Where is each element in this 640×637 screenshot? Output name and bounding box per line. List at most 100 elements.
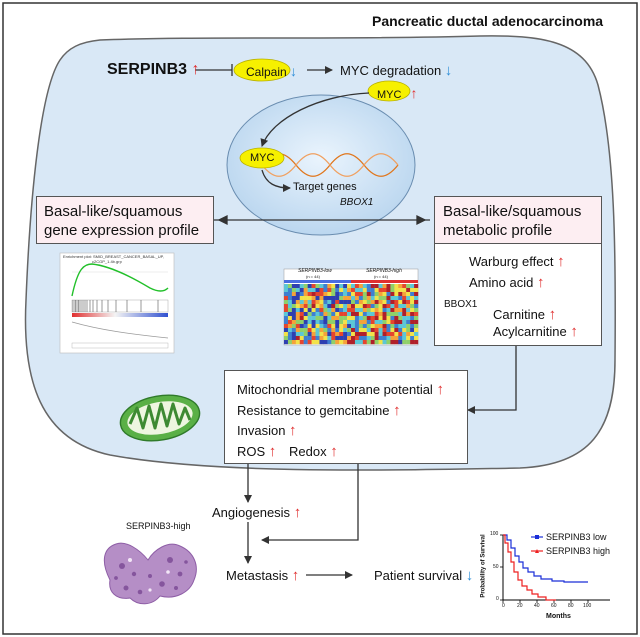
survival-ylabel: Probability of Survival	[480, 534, 487, 598]
heatmap-cell	[378, 300, 383, 305]
gemcitabine-item: Resistance to gemcitabine ↑	[237, 403, 401, 418]
heatmap-cell	[331, 332, 336, 337]
heatmap-cell	[382, 292, 387, 297]
heatmap-cell	[347, 328, 352, 333]
heatmap-cell	[307, 320, 312, 325]
heatmap-cell	[410, 320, 415, 325]
heatmap-cell	[406, 324, 411, 329]
heatmap-cell	[327, 332, 332, 337]
survival-ytick-100: 100	[490, 531, 499, 537]
heatmap-cell	[291, 328, 297, 333]
heatmap-cell	[386, 324, 391, 329]
heatmap-cell	[378, 284, 383, 289]
heatmap-cell	[339, 320, 344, 325]
heatmap-cell	[347, 336, 352, 341]
heatmap-cell	[311, 296, 316, 301]
heatmap-cell	[382, 324, 387, 329]
heatmap-cell	[311, 340, 316, 345]
myc-up-arrow: ↑	[410, 85, 418, 101]
heatmap-cell	[398, 320, 403, 325]
heatmap-cell	[295, 292, 300, 297]
heatmap-cell	[347, 316, 352, 321]
heatmap-cell	[351, 316, 356, 321]
heatmap-cell	[402, 324, 407, 329]
heatmap-cell	[370, 304, 375, 309]
heatmap-cell	[366, 316, 371, 321]
nucleus	[226, 94, 416, 236]
heatmap-cell	[382, 304, 387, 309]
heatmap-cell	[307, 288, 312, 293]
angiogenesis-up-arrow: ↑	[293, 504, 302, 521]
heatmap-cell	[311, 312, 316, 317]
amino-acid-up-arrow: ↑	[536, 274, 545, 291]
survival-xtick-40: 40	[534, 603, 540, 609]
heatmap-cell	[382, 332, 387, 337]
heatmap-cell	[414, 312, 419, 317]
mito-potential-up-arrow: ↑	[436, 381, 444, 398]
mito-potential-item: Mitochondrial membrane potential ↑	[237, 382, 444, 397]
heatmap-cell	[366, 320, 371, 325]
heatmap-cell	[295, 328, 300, 333]
histology-image	[103, 542, 197, 605]
heatmap-cell	[398, 296, 403, 301]
cell-membrane	[24, 35, 617, 471]
heatmap-cell	[394, 300, 399, 305]
heatmap-cell	[347, 340, 352, 345]
heatmap-cell	[390, 284, 395, 289]
invasion-text: Invasion	[237, 423, 286, 438]
ros-text: ROS	[237, 444, 266, 459]
heatmap-cell	[398, 284, 403, 289]
heatmap-cell	[358, 304, 364, 309]
bbox1-enzyme-label: BBOX1	[444, 299, 478, 310]
heatmap-cell	[343, 316, 348, 321]
heatmap-cell	[410, 328, 415, 333]
heatmap-cell	[287, 340, 293, 345]
heatmap-cell	[398, 336, 403, 341]
heatmap-cell	[323, 284, 328, 289]
heatmap-cell	[410, 336, 415, 341]
heatmap-cell	[414, 300, 419, 305]
serpinb3-up-arrow: ↑	[191, 61, 200, 78]
heatmap-cell	[351, 288, 356, 293]
heatmap-cell	[362, 308, 367, 313]
heatmap-cell	[386, 320, 391, 325]
heatmap-cell	[398, 328, 403, 333]
warburg-item: Warburg effect ↑	[469, 254, 565, 269]
heatmap-cell	[358, 328, 364, 333]
myc-node-nucleus	[239, 147, 285, 169]
heatmap-cell	[378, 316, 383, 321]
survival-xlabel: Months	[546, 613, 571, 620]
heatmap-cell	[366, 324, 371, 329]
heatmap-cell	[295, 296, 300, 301]
heatmap-cell	[284, 320, 289, 325]
metabolic-profile-header: Basal-like/squamous metabolic profile	[434, 196, 602, 244]
serpinb3-text: SERPINB3	[107, 61, 188, 78]
heatmap-cell	[323, 340, 328, 345]
heatmap-low-n: (n = 44)	[306, 274, 320, 279]
heatmap-cell	[291, 316, 297, 321]
heatmap-cell	[406, 304, 411, 309]
heatmap-cell	[323, 336, 328, 341]
heatmap-cell	[323, 324, 328, 329]
heatmap-cell	[299, 328, 304, 333]
heatmap-cell	[351, 308, 356, 313]
heatmap-cell	[291, 312, 297, 317]
heatmap-cell	[323, 288, 328, 293]
heatmap-cell	[386, 340, 391, 345]
heatmap-cell	[339, 312, 344, 317]
heatmap-cell	[347, 320, 352, 325]
heatmap-cell	[390, 296, 395, 301]
heatmap-cell	[343, 336, 348, 341]
heatmap-cell	[339, 284, 344, 289]
gemcitabine-up-arrow: ↑	[393, 402, 401, 419]
heatmap-cell	[386, 292, 391, 297]
heatmap-cell	[354, 296, 360, 301]
heatmap-cell	[291, 324, 297, 329]
heatmap-cell	[414, 320, 419, 325]
heatmap-cell	[398, 300, 403, 305]
myc-cytoplasm-label: MYC ↑	[377, 86, 418, 101]
heatmap-cell	[347, 296, 352, 301]
heatmap-cell	[358, 284, 364, 289]
heatmap-cell	[315, 292, 320, 297]
histology-label: SERPINB3-high	[126, 521, 191, 531]
